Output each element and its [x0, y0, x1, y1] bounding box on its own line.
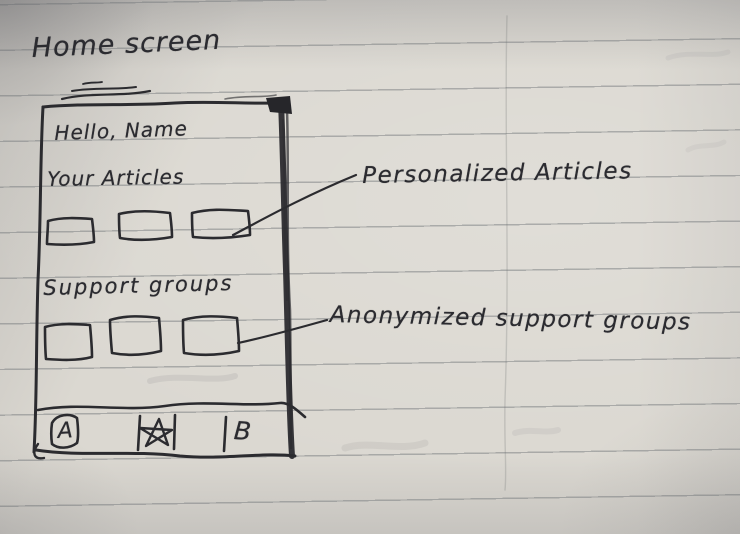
phone-frame-corner-blob — [266, 96, 292, 114]
phone-frame-top — [41, 100, 283, 109]
annotation-line-articles — [231, 173, 358, 237]
group-card-placeholder — [43, 322, 94, 362]
annotation-personalized-articles: Personalized Articles — [362, 158, 633, 189]
phone-frame-left — [32, 105, 45, 454]
nav-divider-bar — [172, 413, 177, 451]
nav-item-b-label: B — [232, 416, 254, 447]
groups-heading: Support groups — [43, 271, 234, 300]
annotation-lines — [231, 173, 358, 345]
pencil-smudge — [147, 49, 731, 452]
article-card-placeholder — [117, 209, 174, 242]
top-edge-scribble — [82, 81, 103, 85]
article-card-placeholder — [45, 216, 96, 246]
bottom-nav — [36, 401, 307, 453]
boxed-a-icon — [49, 413, 80, 449]
phone-frame-right-overdraw — [282, 119, 288, 301]
star-icon — [138, 417, 174, 448]
phone-frame-corner-loop — [33, 442, 46, 460]
article-cards — [45, 208, 252, 246]
nav-divider-bar — [222, 415, 228, 453]
top-edge-scribble — [71, 86, 137, 92]
nav-item-a-label: A — [57, 418, 75, 444]
article-card-placeholder — [190, 208, 252, 240]
group-card-placeholder — [181, 315, 241, 357]
annotation-line-groups — [236, 318, 329, 345]
group-cards — [43, 315, 241, 362]
phone-frame-bottom — [34, 448, 297, 459]
greeting-text: Hello, Name — [54, 116, 189, 145]
paper-crease — [504, 15, 508, 491]
nav-divider-top — [36, 401, 307, 419]
top-edge-scribble — [224, 94, 277, 100]
top-edge-scribble — [60, 89, 152, 101]
group-card-placeholder — [108, 315, 163, 357]
articles-heading: Your Articles — [47, 164, 185, 191]
nav-divider-bar — [136, 414, 142, 452]
